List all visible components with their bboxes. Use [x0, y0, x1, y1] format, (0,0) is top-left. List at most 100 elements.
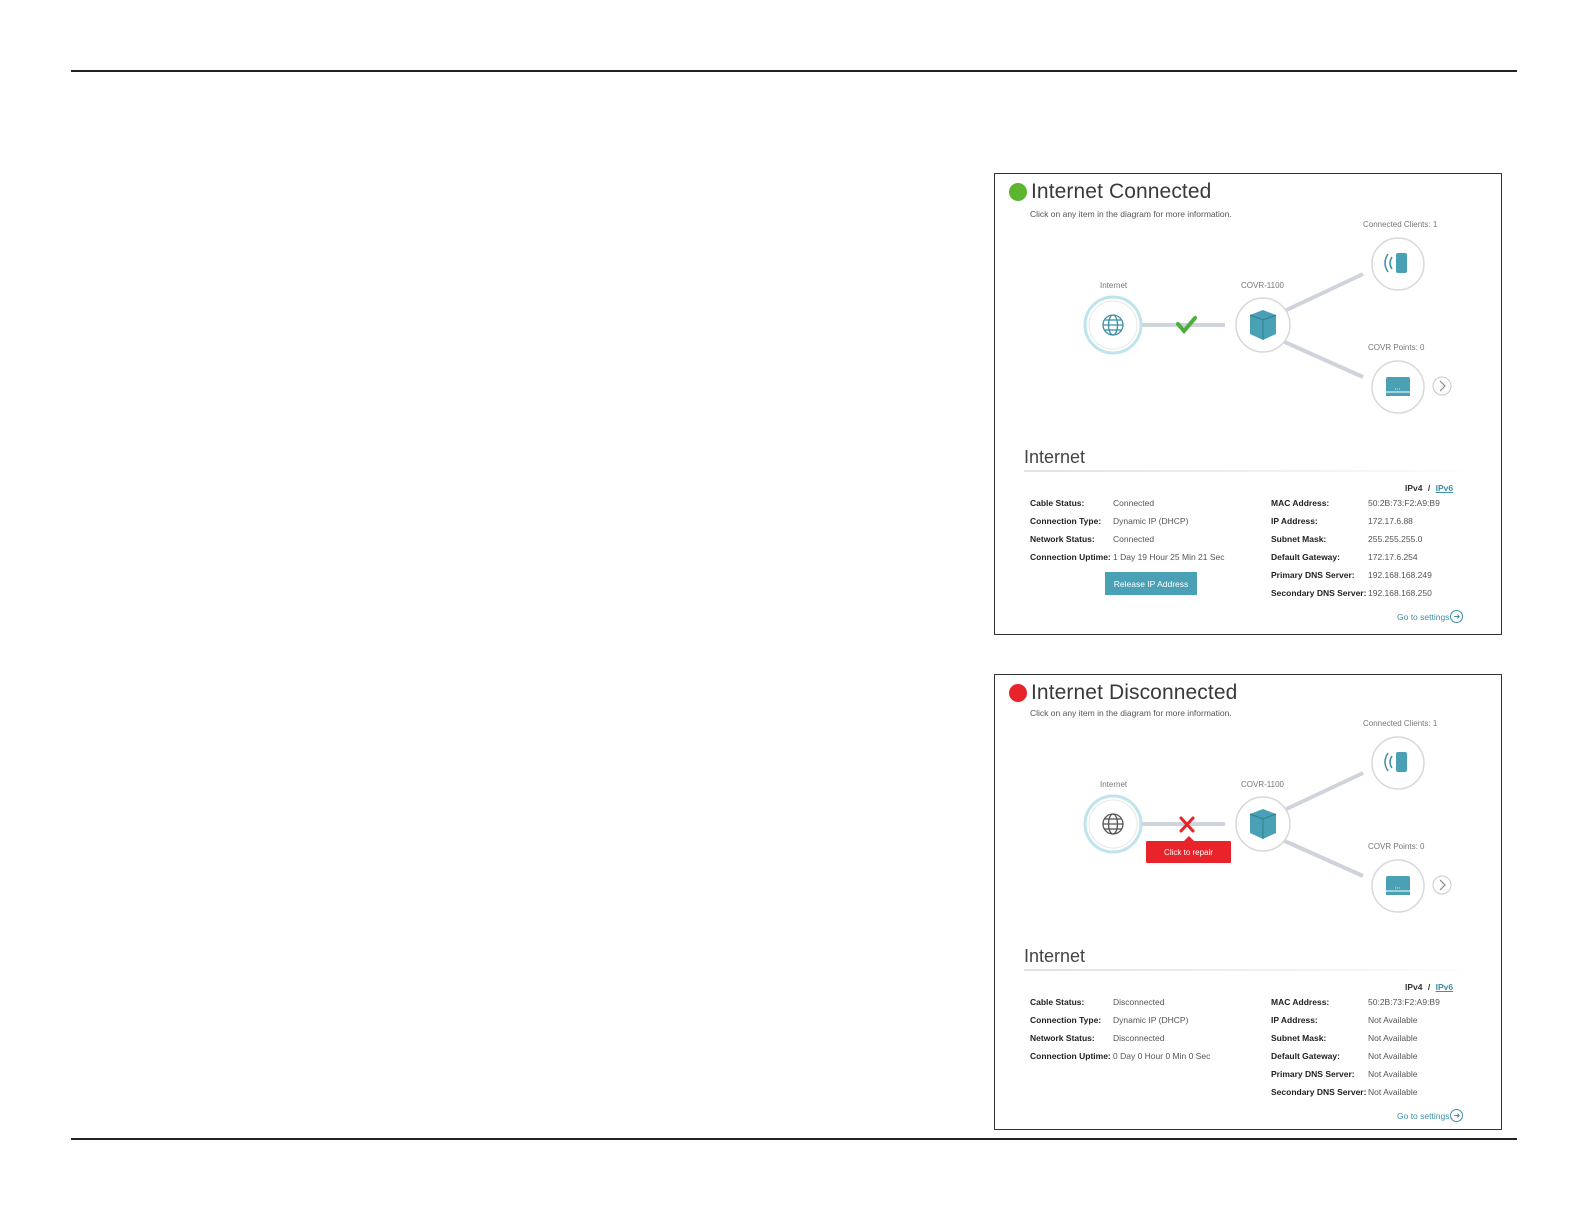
info-key: Primary DNS Server:	[1271, 1069, 1355, 1079]
info-row: MAC Address:50:2B:73:F2:A9:B9	[1271, 494, 1440, 512]
info-value: 172.17.6.88	[1368, 516, 1413, 526]
chevron-right-icon[interactable]	[1432, 376, 1452, 396]
internet-node[interactable]	[1083, 295, 1143, 355]
connection-info: Cable Status:Disconnected Connection Typ…	[1030, 993, 1210, 1065]
ipv6-link[interactable]: IPv6	[1435, 982, 1454, 992]
clients-node[interactable]	[1371, 736, 1425, 790]
info-key: Default Gateway:	[1271, 552, 1340, 562]
router-node-label: COVR-1100	[1241, 281, 1285, 290]
go-to-settings-label: Go to settings	[1397, 1110, 1450, 1121]
router-node-label: COVR-1100	[1241, 780, 1285, 789]
router-node[interactable]	[1235, 796, 1291, 852]
info-key: Network Status:	[1030, 1033, 1095, 1043]
go-to-settings-link[interactable]: Go to settings ➜	[1397, 1109, 1464, 1122]
ip-info: MAC Address:50:2B:73:F2:A9:B9 IP Address…	[1271, 494, 1440, 602]
info-key: Subnet Mask:	[1271, 1033, 1327, 1043]
router-node[interactable]	[1235, 297, 1291, 353]
info-key: Subnet Mask:	[1271, 534, 1327, 544]
chevron-right-icon[interactable]	[1432, 875, 1452, 895]
status-title: Internet Disconnected	[1031, 681, 1238, 704]
section-title: Internet	[1024, 447, 1086, 467]
points-node-label: COVR Points: 0	[1368, 343, 1425, 352]
info-key: Network Status:	[1030, 534, 1095, 544]
info-key: Default Gateway:	[1271, 1051, 1340, 1061]
info-row: IP Address: Not Available	[1271, 1011, 1440, 1029]
info-key: Secondary DNS Server:	[1271, 1087, 1367, 1097]
info-value: Not Available	[1368, 1051, 1418, 1061]
info-key: IP Address:	[1271, 516, 1318, 526]
info-value: Disconnected	[1113, 997, 1165, 1007]
router-icon	[1249, 809, 1277, 839]
points-node-label: COVR Points: 0	[1368, 842, 1425, 851]
info-row: Primary DNS Server:192.168.168.249	[1271, 566, 1440, 584]
info-row: Primary DNS Server: Not Available	[1271, 1065, 1440, 1083]
covr-point-icon	[1386, 876, 1410, 895]
info-key: MAC Address:	[1271, 498, 1330, 508]
info-value: Not Available	[1368, 1033, 1418, 1043]
info-row: Network Status: Disconnected	[1030, 1029, 1210, 1047]
status-header: Internet Disconnected	[1009, 681, 1237, 705]
info-value: Disconnected	[1113, 1033, 1165, 1043]
info-value: 0 Day 0 Hour 0 Min 0 Sec	[1113, 1051, 1211, 1061]
globe-icon	[1102, 314, 1124, 336]
go-to-settings-link[interactable]: Go to settings ➜	[1397, 610, 1464, 623]
info-row: MAC Address: 50:2B:73:F2:A9:B9	[1271, 993, 1440, 1011]
wireless-device-icon	[1384, 253, 1407, 273]
info-key: Connection Uptime:	[1030, 1051, 1111, 1061]
info-row: Subnet Mask:255.255.255.0	[1271, 530, 1440, 548]
info-key: Connection Type:	[1030, 1015, 1102, 1025]
connection-info: Cable Status:Connected Connection Type:D…	[1030, 494, 1225, 566]
diagram-hint: Click on any item in the diagram for mor…	[1030, 708, 1232, 718]
diagram-hint: Click on any item in the diagram for mor…	[1030, 209, 1232, 219]
check-icon	[1176, 316, 1197, 335]
info-value: Connected	[1113, 534, 1155, 544]
info-row: Cable Status:Connected	[1030, 494, 1225, 512]
info-value: 172.17.6.254	[1368, 552, 1418, 562]
clients-node[interactable]	[1371, 237, 1425, 291]
ipv4-tab[interactable]: IPv4	[1405, 483, 1423, 493]
info-row: Connection Uptime:1 Day 19 Hour 25 Min 2…	[1030, 548, 1225, 566]
info-row: Secondary DNS Server:192.168.168.250	[1271, 584, 1440, 602]
covr-points-node[interactable]	[1371, 859, 1425, 913]
info-row: Connection Type:Dynamic IP (DHCP)	[1030, 512, 1225, 530]
section-divider	[1024, 969, 1484, 971]
info-value: Not Available	[1368, 1069, 1418, 1079]
globe-icon	[1102, 813, 1124, 835]
wireless-device-icon	[1384, 752, 1407, 772]
info-row: Connection Type: Dynamic IP (DHCP)	[1030, 1011, 1210, 1029]
section-divider	[1024, 470, 1484, 472]
covr-points-node[interactable]	[1371, 360, 1425, 414]
arrow-right-circle-icon: ➜	[1450, 610, 1464, 623]
status-header: Internet Connected	[1009, 180, 1211, 204]
info-value: 192.168.168.250	[1368, 588, 1432, 598]
info-row: Secondary DNS Server:Not Available	[1271, 1083, 1440, 1101]
info-row: Default Gateway: 172.17.6.254	[1271, 548, 1440, 566]
go-to-settings-label: Go to settings	[1397, 611, 1450, 622]
network-diagram: Internet COVR-1100 Connected Clients: 1 …	[1083, 220, 1452, 414]
status-dot	[1009, 684, 1027, 702]
info-value: 50:2B:73:F2:A9:B9	[1368, 997, 1440, 1007]
internet-node[interactable]	[1083, 794, 1143, 854]
release-ip-button[interactable]: Release IP Address	[1105, 572, 1197, 595]
info-key: IP Address:	[1271, 1015, 1318, 1025]
click-to-repair-button[interactable]: Click to repair	[1146, 836, 1231, 863]
info-row: Subnet Mask: Not Available	[1271, 1029, 1440, 1047]
ipv6-link[interactable]: IPv6	[1435, 483, 1454, 493]
arrow-right-circle-icon: ➜	[1450, 1109, 1464, 1122]
info-value: 1 Day 19 Hour 25 Min 21 Sec	[1113, 552, 1225, 562]
bottom-rule	[71, 1138, 1517, 1140]
info-value: Dynamic IP (DHCP)	[1113, 1015, 1189, 1025]
info-row: Cable Status:Disconnected	[1030, 993, 1210, 1011]
info-key: Connection Type:	[1030, 516, 1102, 526]
panel-internet-connected: Internet Connected Click on any item in …	[994, 173, 1502, 635]
info-key: Primary DNS Server:	[1271, 570, 1355, 580]
info-value: Not Available	[1368, 1015, 1418, 1025]
status-title: Internet Connected	[1031, 180, 1212, 203]
status-dot	[1009, 183, 1027, 201]
ip-version-switch: IPv4 / IPv6	[1405, 982, 1453, 992]
info-key: Connection Uptime:	[1030, 552, 1111, 562]
router-icon	[1249, 310, 1277, 340]
info-value: Connected	[1113, 498, 1155, 508]
ipv4-tab[interactable]: IPv4	[1405, 982, 1423, 992]
info-key: MAC Address:	[1271, 997, 1330, 1007]
